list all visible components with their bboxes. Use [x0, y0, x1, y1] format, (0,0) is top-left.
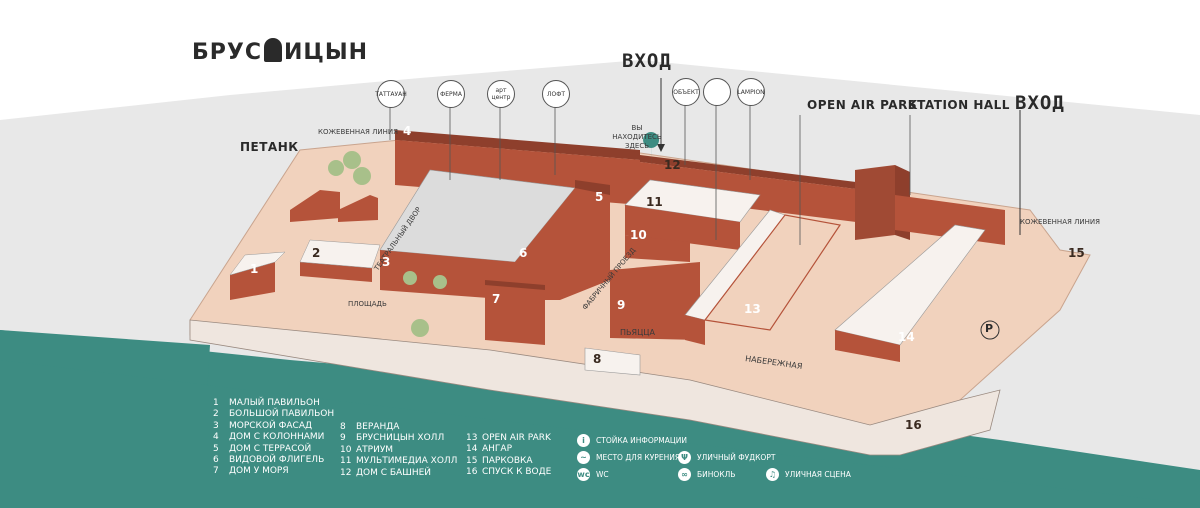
- building-1-roof: [229, 251, 286, 276]
- partner-lines: [389, 100, 911, 245]
- partner-logo-5[interactable]: ОБЪЕКТ: [672, 78, 700, 106]
- square-label: ПЛОЩАДЬ: [348, 300, 387, 308]
- building-10: [625, 235, 690, 262]
- parking-icon[interactable]: P: [985, 322, 994, 335]
- teal-sea: [0, 360, 1200, 508]
- building-number-8[interactable]: 8: [593, 352, 602, 366]
- building-2: [300, 262, 372, 282]
- building-12-roof: [640, 155, 880, 192]
- building-number-11[interactable]: 11: [646, 195, 663, 209]
- you-are-here-label: ВЫ НАХОДИТЕСЬ ЗДЕСЬ: [612, 124, 662, 150]
- location-pin-icon: [643, 132, 660, 170]
- entrance-label-center: ВХОД: [622, 50, 672, 72]
- building-12: [640, 162, 880, 225]
- building-9: [610, 262, 700, 340]
- partner-logo-1[interactable]: ТАТТАУАН: [375, 80, 407, 108]
- open-air-park-label: OPEN AIR PARK: [807, 98, 918, 112]
- building-7-roof: [485, 280, 545, 290]
- trees: [328, 151, 447, 337]
- building-number-5[interactable]: 5: [595, 190, 604, 204]
- leather-line-right-label: КОЖЕВЕННАЯ ЛИНИЯ: [1020, 218, 1100, 226]
- building-number-7[interactable]: 7: [492, 292, 501, 306]
- music-icon: ♫: [766, 468, 779, 481]
- info-icon: i: [577, 434, 590, 447]
- building-8: [584, 347, 641, 376]
- building-number-1[interactable]: 1: [250, 262, 259, 276]
- building-number-15[interactable]: 15: [1068, 246, 1085, 260]
- building-number-4[interactable]: 4: [403, 124, 412, 138]
- building-number-16[interactable]: 16: [905, 418, 922, 432]
- embankment-edge: [189, 319, 1001, 456]
- pyatsa-label: ПЬЯЦЦА: [620, 328, 655, 337]
- tower: [855, 165, 895, 240]
- building-1: [230, 262, 275, 300]
- partner-logo-3[interactable]: арт центр: [487, 80, 515, 108]
- parking-circle: [980, 320, 1000, 340]
- house-b: [338, 195, 378, 222]
- building-number-10[interactable]: 10: [630, 228, 647, 242]
- building-11-roof: [624, 179, 761, 223]
- building-number-13[interactable]: 13: [744, 302, 761, 316]
- service-street-stage[interactable]: ♫УЛИЧНАЯ СЦЕНА: [766, 468, 851, 481]
- building-number-12[interactable]: 12: [664, 158, 681, 172]
- building-number-2[interactable]: 2: [312, 246, 321, 260]
- building-2-roof: [299, 239, 381, 269]
- building-number-6[interactable]: 6: [519, 246, 528, 260]
- service-smoking-area[interactable]: ~МЕСТО ДЛЯ КУРЕНИЯ: [577, 451, 680, 464]
- wc-icon: wc: [577, 468, 590, 481]
- building-number-14[interactable]: 14: [898, 330, 915, 344]
- partner-logo-6[interactable]: [703, 78, 731, 106]
- binoculars-icon: ∞: [678, 468, 691, 481]
- open-air-frame: [703, 214, 842, 331]
- house-a: [290, 190, 340, 222]
- service-binoculars[interactable]: ∞БИНОКЛЬ: [678, 468, 735, 481]
- smoking-icon: ~: [577, 451, 590, 464]
- building-number-3[interactable]: 3: [382, 255, 391, 269]
- building-4-roof: [395, 130, 640, 160]
- building-13: [685, 315, 705, 345]
- building-3: [380, 250, 515, 300]
- food-icon: Ψ: [678, 451, 691, 464]
- partner-logo-7[interactable]: LAMPION: [737, 78, 765, 106]
- partner-logo-4[interactable]: ЛОФТ: [542, 80, 570, 108]
- logo-mark-icon: [264, 38, 282, 62]
- leather-line-top-label: КОЖЕВЕННАЯ ЛИНИЯ: [318, 128, 398, 136]
- petank-label: ПЕТАНК: [240, 140, 299, 154]
- building-5: [515, 188, 610, 300]
- entrance-label-right: ВХОД: [1015, 92, 1065, 114]
- building-7: [485, 285, 545, 345]
- building-number-9[interactable]: 9: [617, 298, 626, 312]
- building-5-roof: [575, 180, 610, 195]
- building-14: [835, 330, 900, 362]
- station-hall-label: STATION HALL: [908, 98, 1010, 112]
- entrance-arrow-head: [657, 144, 665, 152]
- partner-logo-2[interactable]: ФЕРМА: [437, 80, 465, 108]
